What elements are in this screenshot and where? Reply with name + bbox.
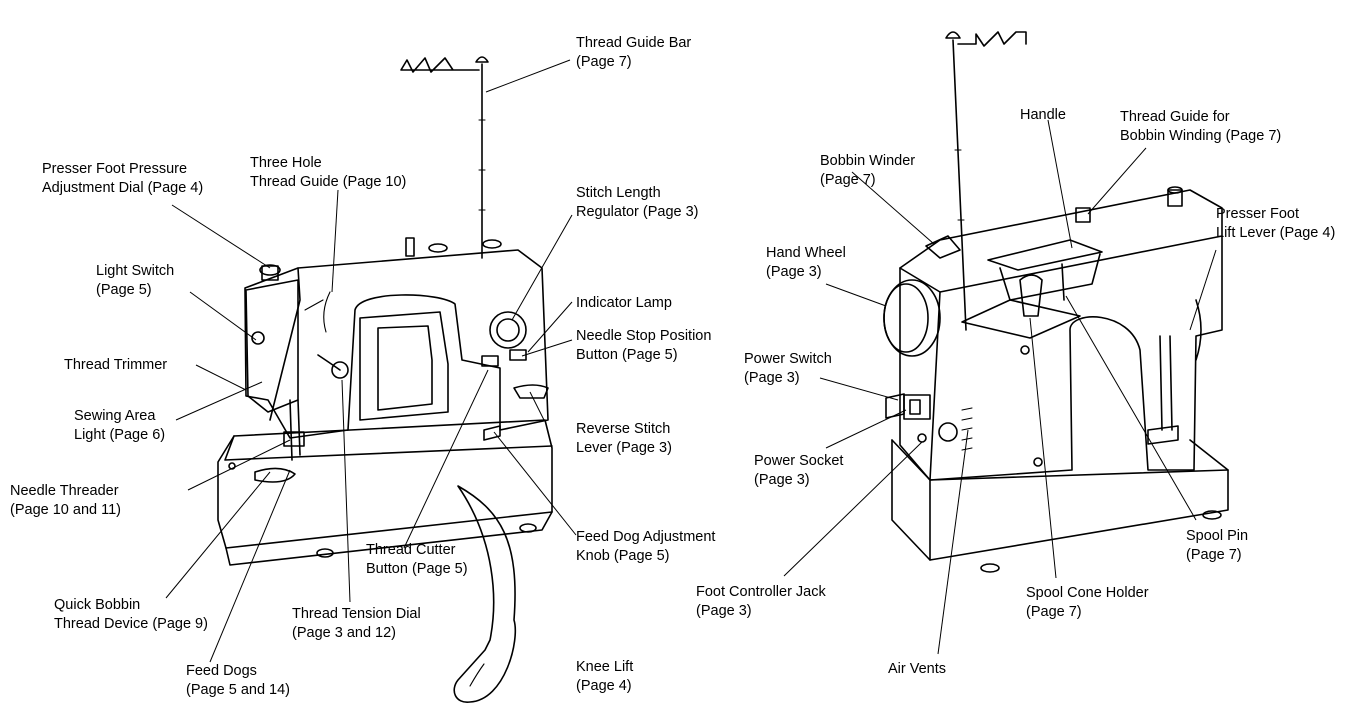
front-body xyxy=(244,237,549,461)
label-light-switch: Light Switch (Page 5) xyxy=(96,263,175,298)
label-power-switch: Power Switch (Page 3) xyxy=(744,351,832,386)
label-handle: Handle xyxy=(1020,107,1066,123)
front-view-machine xyxy=(217,56,553,703)
label-feed-dog-adjust: Feed Dog Adjustment Knob (Page 5) xyxy=(576,529,716,564)
label-feed-dogs: Feed Dogs (Page 5 and 14) xyxy=(186,663,290,698)
label-thread-tension: Thread Tension Dial (Page 3 and 12) xyxy=(292,606,421,641)
label-stitch-length: Stitch Length Regulator (Page 3) xyxy=(576,185,699,220)
label-foot-controller: Foot Controller Jack (Page 3) xyxy=(696,584,826,619)
label-thread-trimmer: Thread Trimmer xyxy=(64,357,168,373)
label-reverse-stitch: Reverse Stitch Lever (Page 3) xyxy=(576,421,672,456)
label-air-vents: Air Vents xyxy=(888,661,947,677)
label-indicator-lamp: Indicator Lamp xyxy=(576,295,672,311)
label-power-socket: Power Socket (Page 3) xyxy=(754,453,844,488)
label-presser-foot-lift: Presser Foot Lift Lever (Page 4) xyxy=(1216,206,1336,241)
label-knee-lift: Knee Lift (Page 4) xyxy=(576,659,634,694)
label-needle-stop: Needle Stop Position Button (Page 5) xyxy=(576,328,712,363)
label-bobbin-winder: Bobbin Winder (Page 7) xyxy=(820,153,916,188)
label-spool-cone: Spool Cone Holder (Page 7) xyxy=(1026,585,1149,620)
front-bed xyxy=(217,419,553,566)
label-needle-threader: Needle Threader (Page 10 and 11) xyxy=(10,483,121,518)
back-base xyxy=(891,439,1229,573)
label-thread-cutter: Thread Cutter Button (Page 5) xyxy=(366,542,468,577)
label-hand-wheel: Hand Wheel (Page 3) xyxy=(766,245,846,280)
label-spool-pin: Spool Pin (Page 7) xyxy=(1186,528,1249,563)
back-view-machine xyxy=(883,31,1229,573)
leader-lines xyxy=(165,59,1217,663)
back-body xyxy=(883,186,1223,481)
label-thread-guide-bobbin: Thread Guide for Bobbin Winding (Page 7) xyxy=(1120,109,1282,144)
label-sewing-area-light: Sewing Area Light (Page 6) xyxy=(74,408,166,443)
label-quick-bobbin: Quick Bobbin Thread Device (Page 9) xyxy=(54,597,208,632)
front-thread-guide-bar xyxy=(400,56,489,259)
label-presser-foot-pressure: Presser Foot Pressure Adjustment Dial (P… xyxy=(42,161,204,196)
front-knee-lift xyxy=(453,485,516,703)
label-thread-guide-bar: Thread Guide Bar (Page 7) xyxy=(576,35,692,70)
label-three-hole-guide: Three Hole Thread Guide (Page 10) xyxy=(250,155,407,190)
back-thread-guide-bar xyxy=(945,31,1027,331)
